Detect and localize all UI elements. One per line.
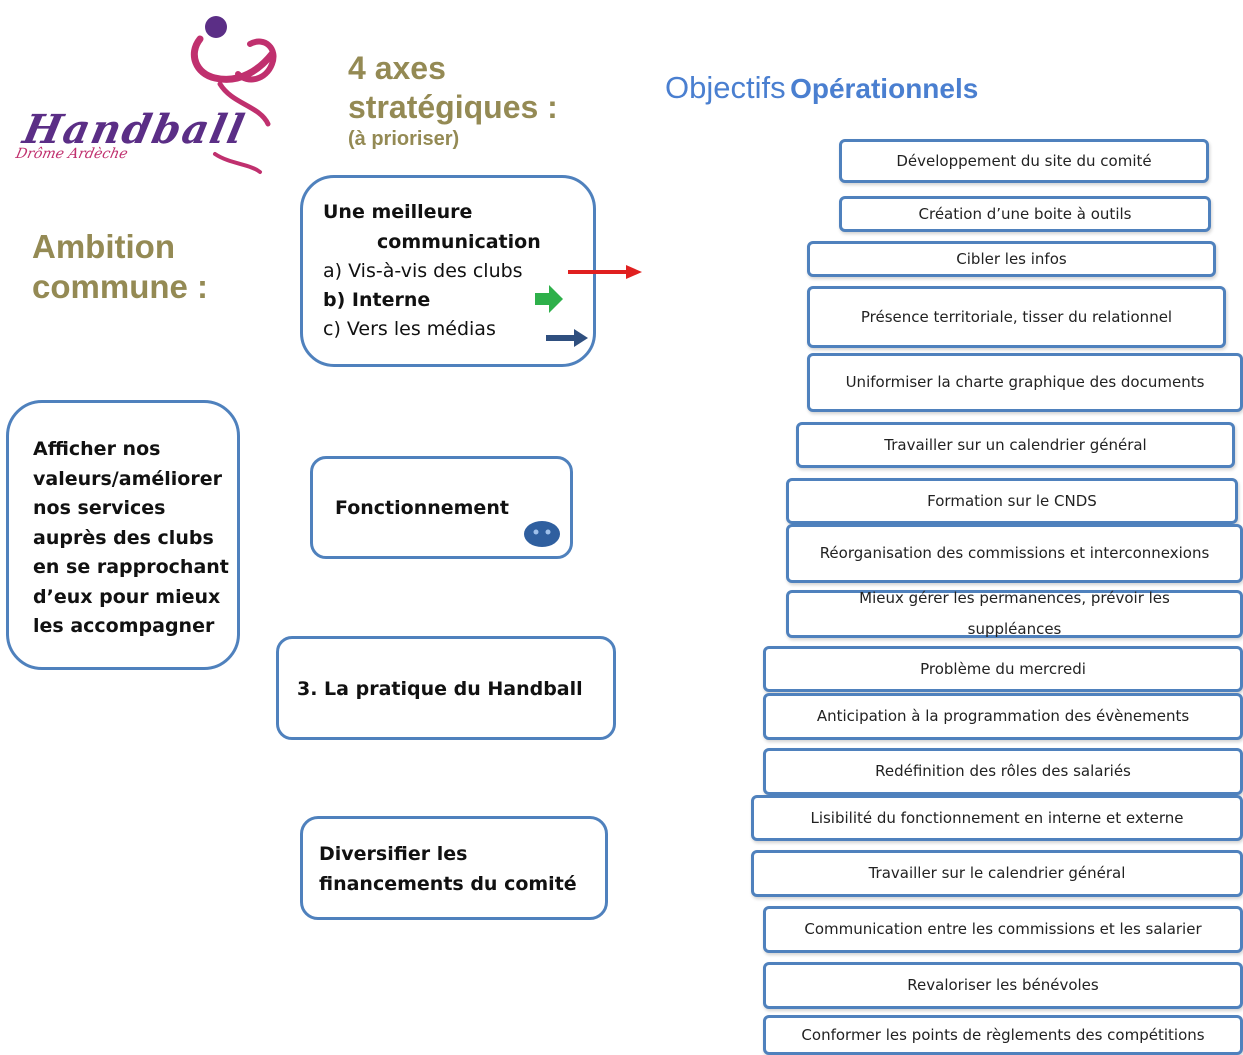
axis-pratique-box: 3. La pratique du Handball bbox=[276, 636, 616, 740]
objectif-box: Revaloriser les bénévoles bbox=[763, 962, 1243, 1009]
logo-text-sub: Drôme Ardèche bbox=[14, 146, 130, 162]
fonctionnement-label: Fonctionnement bbox=[335, 497, 509, 519]
objectif-box: Communication entre les commissions et l… bbox=[763, 906, 1243, 953]
handball-logo: Handball Drôme Ardèche bbox=[10, 14, 340, 184]
objectif-box: Mieux gérer les permanences, prévoir les… bbox=[786, 589, 1243, 638]
objectif-box: Anticipation à la programmation des évèn… bbox=[763, 693, 1243, 740]
red-arrow-icon bbox=[568, 265, 642, 279]
ambition-box-line: en se rapprochant bbox=[33, 556, 229, 578]
objectif-box: Travailler sur un calendrier général bbox=[796, 422, 1235, 468]
objectif-box: Présence territoriale, tisser du relatio… bbox=[807, 286, 1226, 348]
financement-line2: financements du comité bbox=[319, 873, 577, 895]
objectif-label: Conformer les points de règlements des c… bbox=[801, 1025, 1205, 1044]
axes-title-line1: 4 axes bbox=[348, 50, 446, 86]
financement-line1: Diversifier les bbox=[319, 843, 468, 865]
axes-note: (à prioriser) bbox=[348, 128, 460, 150]
objectifs-word: Objectifs bbox=[665, 70, 786, 105]
ambition-box: Afficher nos valeurs/améliorer nos servi… bbox=[6, 400, 240, 670]
objectif-label: Création d’une boite à outils bbox=[918, 204, 1132, 223]
axis-fonctionnement-box: Fonctionnement bbox=[310, 456, 573, 559]
objectif-label: Anticipation à la programmation des évèn… bbox=[816, 707, 1190, 726]
communication-title-line1: Une meilleure bbox=[323, 201, 473, 223]
objectif-box: Redéfinition des rôles des salariés bbox=[763, 748, 1243, 795]
objectif-label: Travailler sur un calendrier général bbox=[884, 435, 1147, 454]
blue-arrow-icon bbox=[546, 329, 588, 347]
objectif-box: Conformer les points de règlements des c… bbox=[763, 1015, 1243, 1055]
objectif-label: Communication entre les commissions et l… bbox=[804, 920, 1202, 939]
objectif-box: Formation sur le CNDS bbox=[786, 478, 1238, 524]
communication-item-a: a) Vis-à-vis des clubs bbox=[323, 260, 523, 282]
axes-title-line2: stratégiques : bbox=[348, 89, 558, 125]
ambition-label-line1: Ambition bbox=[32, 228, 175, 265]
handball-player-icon bbox=[190, 16, 277, 174]
objectif-label: Problème du mercredi bbox=[920, 659, 1086, 678]
objectif-label: Réorganisation des commissions et interc… bbox=[819, 544, 1210, 563]
ambition-box-line: Afficher nos bbox=[33, 438, 161, 460]
ambition-box-line: valeurs/améliorer bbox=[33, 467, 222, 490]
green-arrow-icon bbox=[535, 285, 563, 313]
ambition-box-line: auprès des clubs bbox=[33, 526, 214, 549]
communication-item-b: b) Interne bbox=[323, 289, 431, 311]
operationnels-word: Opérationnels bbox=[790, 73, 979, 104]
objectif-label: Uniformiser la charte graphique des docu… bbox=[845, 373, 1205, 392]
ambition-box-line: d’eux pour mieux bbox=[33, 585, 221, 608]
communication-item-c: c) Vers les médias bbox=[323, 318, 496, 340]
communication-title-line2: communication bbox=[377, 231, 541, 253]
objectif-label: Lisibilité du fonctionnement en interne … bbox=[810, 808, 1184, 827]
objectif-box: Lisibilité du fonctionnement en interne … bbox=[751, 795, 1243, 841]
ambition-box-line: nos services bbox=[33, 497, 166, 519]
objectif-label: Présence territoriale, tisser du relatio… bbox=[860, 307, 1173, 326]
objectif-box: Création d’une boite à outils bbox=[839, 196, 1211, 232]
objectif-box: Problème du mercredi bbox=[763, 646, 1243, 692]
objectif-label: Formation sur le CNDS bbox=[927, 491, 1097, 510]
pratique-label: 3. La pratique du Handball bbox=[297, 678, 583, 700]
objectif-label: Mieux gérer les permanences, prévoir les… bbox=[859, 589, 1170, 638]
objectif-label: Développement du site du comité bbox=[896, 151, 1152, 170]
objectif-label: Travailler sur le calendrier général bbox=[868, 864, 1126, 883]
axis-financement-box: Diversifier les financements du comité bbox=[300, 816, 608, 920]
objectifs-title: Objectifs Opérationnels bbox=[665, 70, 978, 106]
face-icon bbox=[524, 521, 560, 547]
objectif-box: Uniformiser la charte graphique des docu… bbox=[807, 353, 1243, 412]
objectif-box: Travailler sur le calendrier général bbox=[751, 850, 1243, 897]
objectif-label: Redéfinition des rôles des salariés bbox=[875, 762, 1131, 781]
objectif-label: Cibler les infos bbox=[956, 249, 1067, 268]
objectif-label: Revaloriser les bénévoles bbox=[907, 976, 1099, 995]
ambition-label-line2: commune : bbox=[32, 268, 209, 305]
objectif-box: Réorganisation des commissions et interc… bbox=[786, 524, 1243, 583]
objectif-box: Développement du site du comité bbox=[839, 139, 1209, 183]
ambition-box-line: les accompagner bbox=[33, 615, 215, 637]
objectif-box: Cibler les infos bbox=[807, 241, 1216, 277]
